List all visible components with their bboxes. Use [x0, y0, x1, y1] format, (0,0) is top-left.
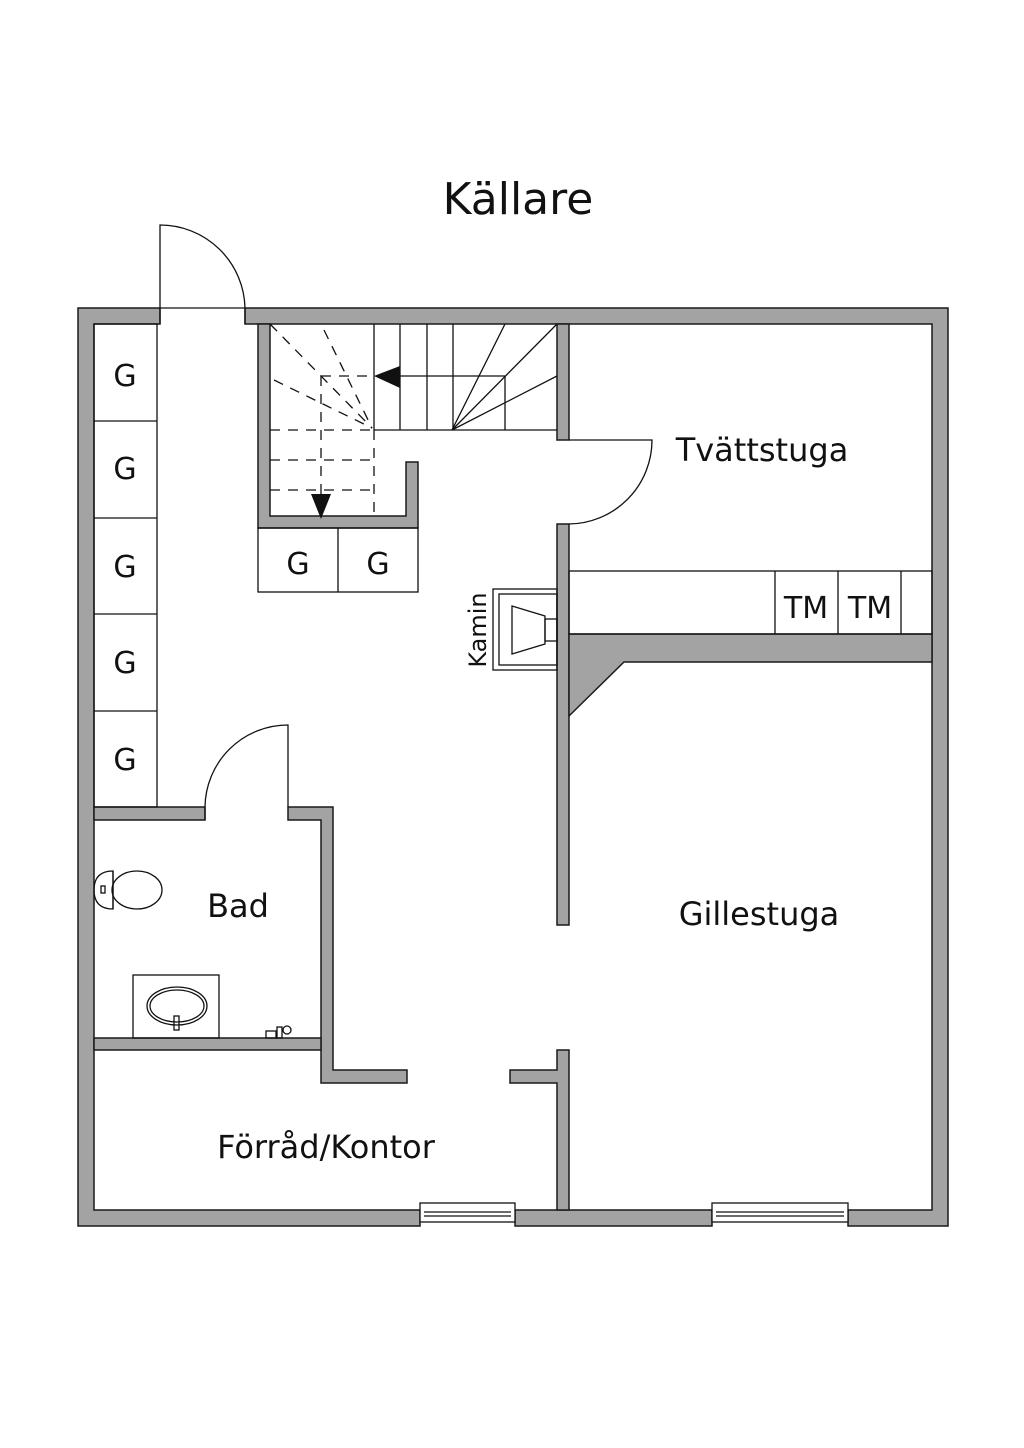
laundry-door[interactable] [568, 439, 653, 525]
storage-label: G [113, 646, 136, 681]
wall [93, 1037, 322, 1051]
toilet-icon [93, 870, 163, 910]
outer-wall-bottom [514, 1209, 713, 1227]
wall [556, 523, 570, 926]
room-label-storage-office: Förråd/Kontor [217, 1128, 436, 1166]
entrance-door[interactable] [159, 224, 246, 324]
room-label-laundry: Tvättstuga [675, 431, 849, 469]
storage-label: G [113, 359, 136, 394]
storage-label: G [366, 547, 389, 582]
arrow-down-icon [311, 494, 331, 519]
window [419, 1202, 516, 1223]
arrow-left-icon [374, 366, 400, 388]
storage-label: G [113, 550, 136, 585]
wall [509, 1049, 570, 1211]
staircase [269, 323, 558, 519]
water-valve-icon [265, 1025, 292, 1039]
wall [287, 806, 408, 1084]
room-label-recreation: Gillestuga [679, 895, 840, 933]
sink-icon [132, 974, 220, 1039]
storage-column: G G G G G [93, 323, 158, 808]
storage-label: G [113, 743, 136, 778]
dryer-label: TM [783, 591, 828, 626]
stair-wall [257, 323, 419, 529]
walls [77, 307, 949, 1227]
laundry-counter: TM TM [568, 570, 933, 635]
bath-door[interactable] [204, 724, 289, 820]
room-label-bath: Bad [207, 887, 269, 925]
dryer-label: TM [847, 591, 892, 626]
storage-label: G [286, 547, 309, 582]
wall [93, 806, 206, 821]
wall [556, 323, 570, 441]
stove-label: Kamin [464, 592, 492, 667]
window [711, 1202, 849, 1223]
stove: Kamin [464, 588, 558, 671]
wall [568, 633, 933, 718]
floor-title: Källare [443, 174, 594, 225]
stair-storage: G G [257, 527, 419, 593]
storage-label: G [113, 452, 136, 487]
